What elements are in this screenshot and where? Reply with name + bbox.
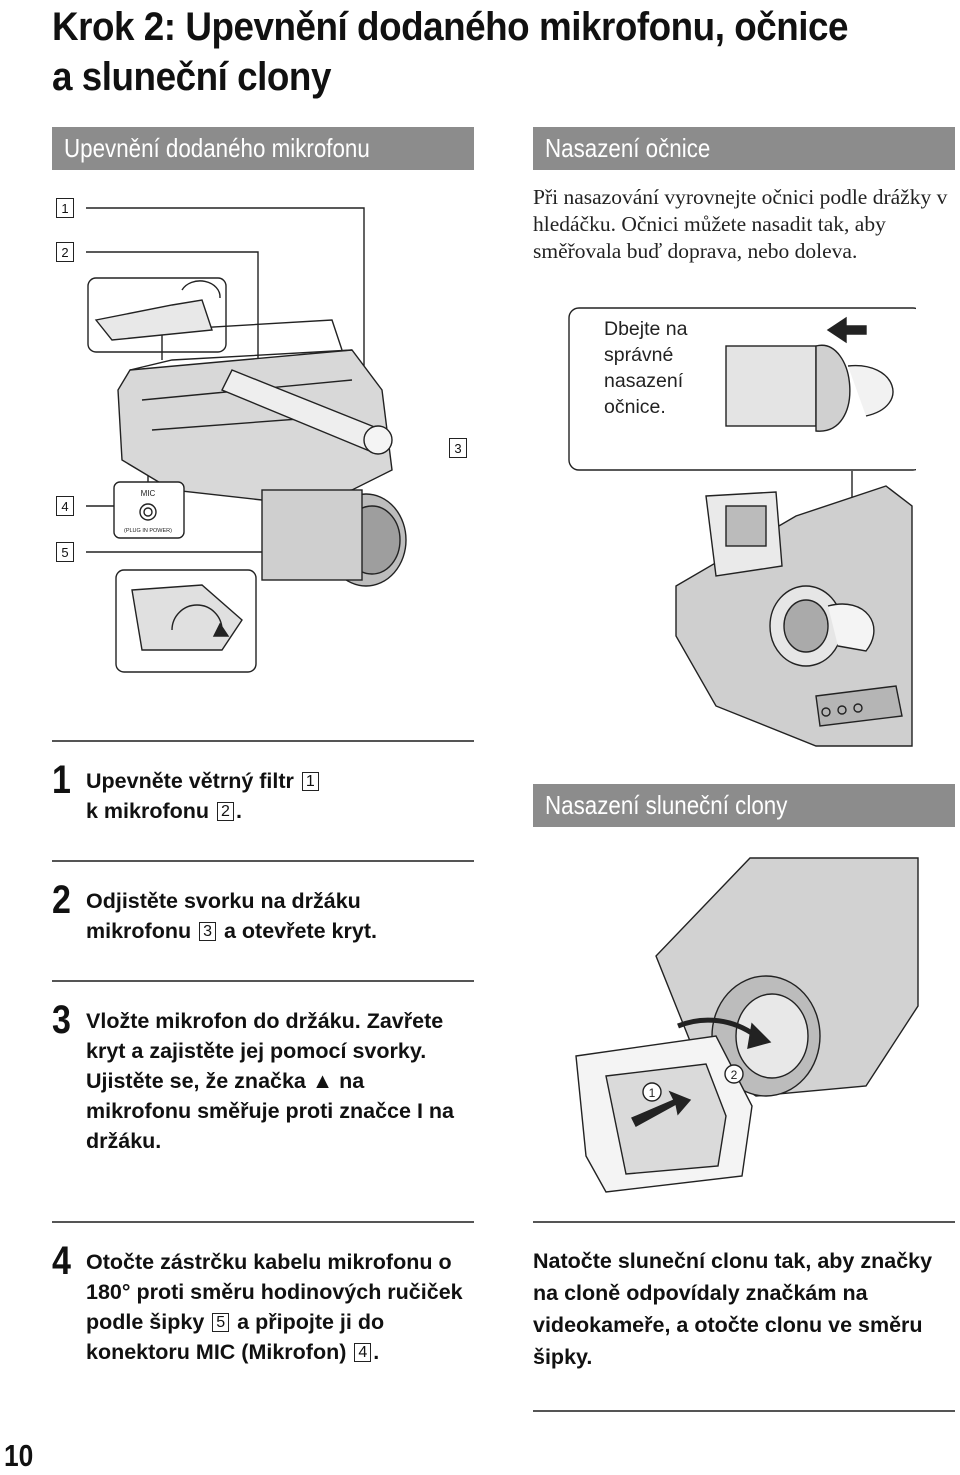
step-4-ref-5: 5 — [212, 1313, 230, 1332]
hood-mark-1: 1 — [649, 1086, 656, 1100]
eyecup-illustration — [568, 307, 916, 747]
step-4-text: Otočte zástrčku kabelu mikrofonu o 180° … — [86, 1250, 463, 1364]
mic-jack-sublabel: (PLUG IN POWER) — [124, 528, 172, 534]
section-heading-lens-hood: Nasazení sluneční clony — [533, 784, 955, 827]
callout-5: 5 — [56, 542, 74, 562]
hood-mark-2: 2 — [731, 1068, 738, 1082]
step-4-number: 4 — [52, 1239, 71, 1283]
callout-2: 2 — [56, 242, 74, 262]
step-2-text: Odjistěte svorku na držáku mikrofonu 3 a… — [86, 889, 377, 943]
step-3-text: Vložte mikrofon do držáku. Zavřete kryt … — [86, 1009, 454, 1153]
step-3-number: 3 — [52, 998, 71, 1042]
step-1-number: 1 — [52, 758, 71, 802]
step-2-ref-3: 3 — [199, 922, 216, 941]
page-number: 10 — [4, 1438, 34, 1473]
step-2: 2 Odjistěte svorku na držáku mikrofonu 3… — [52, 860, 474, 970]
eyecup-intro-text: Při nasazování vyrovnejte očnici podle d… — [533, 185, 948, 263]
section-end-rule — [533, 1410, 955, 1412]
step-2-number: 2 — [52, 878, 71, 922]
callout-1: 1 — [56, 198, 74, 218]
lens-hood-instruction-text: Natočte sluneční clonu tak, aby značky n… — [533, 1249, 933, 1369]
section-heading-eyecup: Nasazení očnice — [533, 127, 955, 170]
page-title-line-1: Krok 2: Upevnění dodaného mikrofonu, očn… — [52, 5, 849, 49]
step-1-ref-1: 1 — [301, 772, 319, 791]
eyecup-note: Dbejte na správné nasazení očnice. — [604, 318, 688, 418]
page-title-line-2: a sluneční clony — [52, 55, 331, 99]
step-1-ref-2: 2 — [217, 802, 234, 821]
section-heading-microphone: Upevnění dodaného mikrofonu — [52, 127, 474, 170]
step-4: 4 Otočte zástrčku kabelu mikrofonu o 180… — [52, 1221, 474, 1381]
page-title: Krok 2: Upevnění dodaného mikrofonu, očn… — [52, 2, 871, 102]
camcorder-microphone-illustration: MIC (PLUG IN POWER) — [86, 207, 407, 673]
step-4-ref-4: 4 — [354, 1343, 372, 1362]
callout-3: 3 — [449, 438, 467, 458]
callout-4: 4 — [56, 496, 74, 516]
step-3: 3 Vložte mikrofon do držáku. Zavřete kry… — [52, 980, 474, 1210]
lens-hood-illustration: 1 2 — [575, 857, 919, 1193]
mic-jack-label: MIC — [141, 489, 156, 498]
lens-hood-instruction: Natočte sluneční clonu tak, aby značky n… — [533, 1221, 955, 1373]
